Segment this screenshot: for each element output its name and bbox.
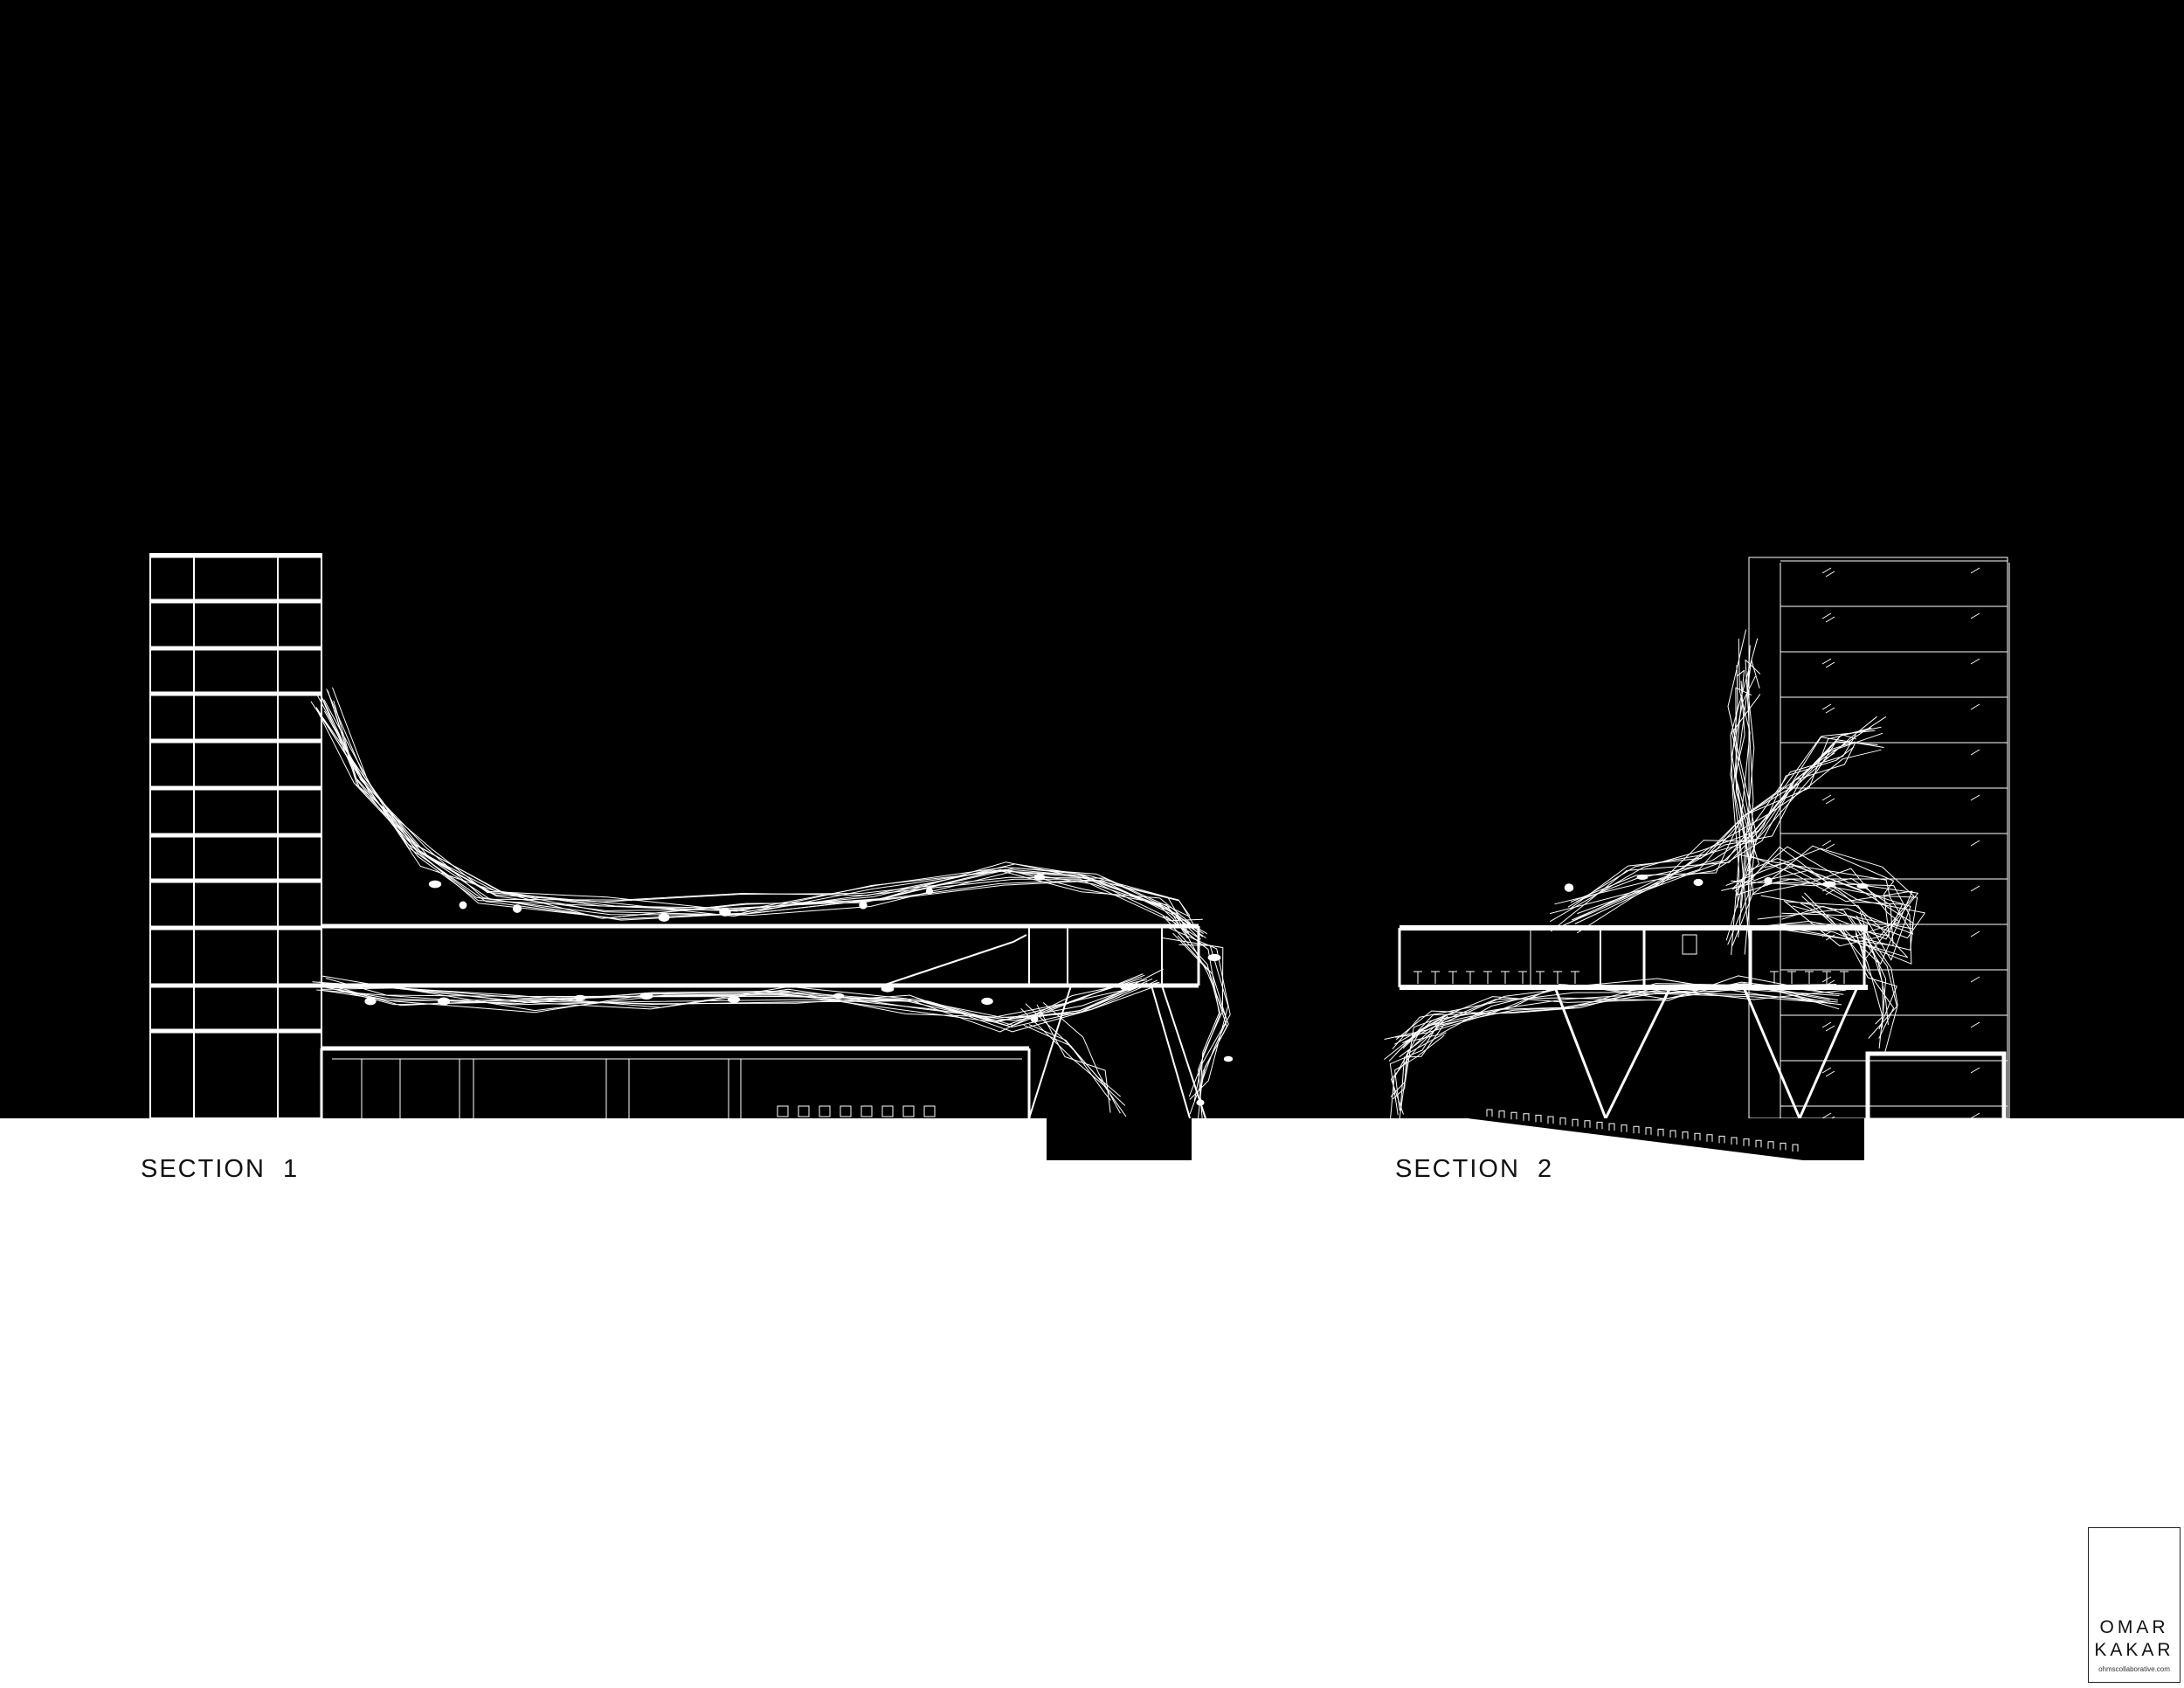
section-1-sunken-base xyxy=(1047,1118,1192,1160)
section-2-auditorium xyxy=(1468,1109,1864,1160)
section-1-lower-building xyxy=(320,1046,1031,1118)
section-1-tower-floors xyxy=(150,553,321,1034)
section-2-drawing xyxy=(1384,557,2010,1160)
logo-name-first: OMAR xyxy=(2099,1617,2169,1637)
section-1-mesh-canopy xyxy=(310,687,1231,1126)
section-2-mesh-nodes xyxy=(1564,874,1869,892)
logo-url: ohmscollaborative.com xyxy=(2098,1665,2170,1673)
section-1-bridge xyxy=(321,924,1200,988)
section-2-mesh-canopy xyxy=(1384,629,1925,1123)
section-1-supports xyxy=(1028,985,1206,1119)
section-2-tower-floors xyxy=(1780,560,2008,1107)
section-2-low-block xyxy=(1865,1051,2007,1118)
section-2-cantilever xyxy=(1398,925,1868,990)
section-1-drawing xyxy=(149,553,1234,1160)
section-2-furniture xyxy=(1413,934,1849,984)
logo-name-last: KAKAR xyxy=(2094,1640,2174,1660)
section-2-label: SECTION 2 xyxy=(1395,1155,1554,1183)
dark-background xyxy=(0,0,2184,1118)
section-2-tower xyxy=(1748,557,2010,1123)
title-block: OMAR KAKAR ohmscollaborative.com xyxy=(2088,1527,2181,1683)
section-2-supports xyxy=(1553,986,1859,1119)
section-1-label: SECTION 1 xyxy=(141,1155,300,1183)
section-1-tower xyxy=(149,553,322,1119)
section-1-mesh-nodes xyxy=(364,874,1234,1106)
section-2-glass-hatch xyxy=(1821,567,1980,1123)
section-1-small-windows xyxy=(777,1105,936,1117)
